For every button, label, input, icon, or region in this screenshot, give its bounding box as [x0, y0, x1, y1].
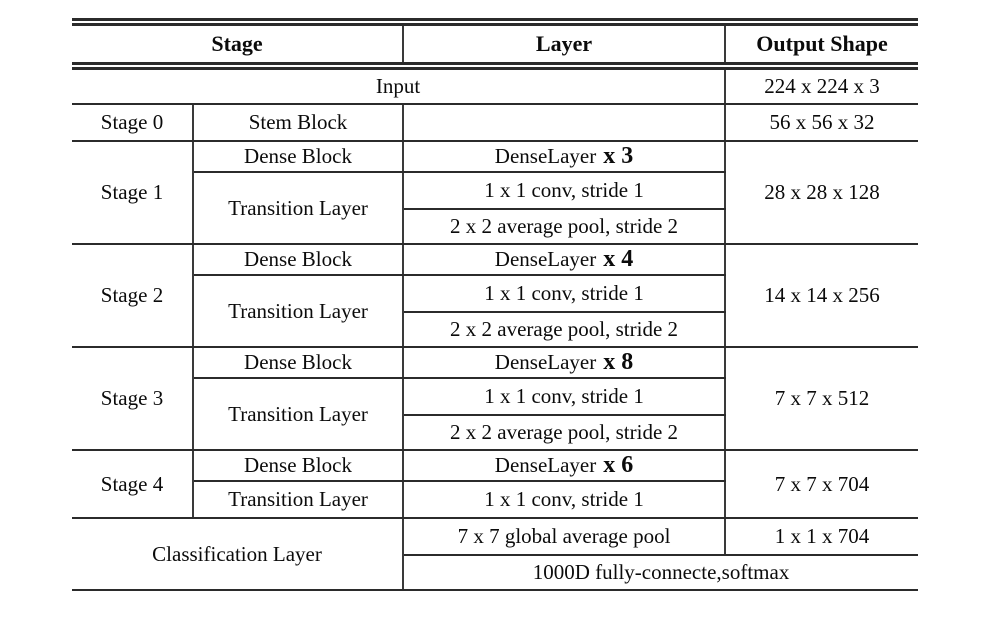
- dense-layer-label: DenseLayer: [494, 349, 597, 374]
- cell-stage0-output: 56 x 56 x 32: [725, 104, 919, 142]
- cell-stage1-dense-block: Dense Block: [193, 141, 405, 173]
- cell-stage2-conv: 1 x 1 conv, stride 1: [403, 275, 727, 313]
- dense-layer-label: DenseLayer: [494, 452, 597, 477]
- cell-stage2-pool: 2 x 2 average pool, stride 2: [403, 312, 727, 348]
- stage3-pool-row: 2 x 2 average pool, stride 2: [72, 415, 918, 451]
- cell-stage0-layer-empty: [403, 104, 727, 142]
- cell-stage1-name: Stage 1: [72, 141, 194, 245]
- cell-stage4-name: Stage 4: [72, 450, 194, 519]
- header-row: Stage Layer Output Shape: [72, 18, 919, 70]
- cell-classification-label: Classification Layer: [72, 518, 405, 591]
- dense-layer-multiplier: x 3: [603, 142, 634, 169]
- cell-stage4-dense-block: Dense Block: [193, 450, 405, 482]
- stage1-pool-row: 2 x 2 average pool, stride 2: [72, 209, 918, 245]
- cell-stage2-transition: Transition Layer: [193, 275, 405, 348]
- cell-classification-gap-output: 1 x 1 x 704: [725, 518, 919, 556]
- header-layer: Layer: [403, 18, 727, 70]
- cell-stage2-dense-block: Dense Block: [193, 244, 405, 276]
- cell-classification-gap: 7 x 7 global average pool: [403, 518, 727, 556]
- stage4-conv-row: Transition Layer 1 x 1 conv, stride 1: [72, 481, 918, 519]
- cell-stage3-output: 7 x 7 x 512: [725, 347, 919, 451]
- cell-stage3-conv: 1 x 1 conv, stride 1: [403, 378, 727, 416]
- cell-classification-fc: 1000D fully-connecte,softmax: [403, 555, 919, 591]
- stage2-pool-row: 2 x 2 average pool, stride 2: [72, 312, 918, 348]
- cell-stage1-transition: Transition Layer: [193, 172, 405, 245]
- cell-input-label: Input: [72, 66, 727, 105]
- dense-layer-label: DenseLayer: [494, 143, 597, 168]
- classification-gap-row: Classification Layer 7 x 7 global averag…: [72, 518, 919, 591]
- dense-layer-multiplier: x 4: [603, 245, 634, 272]
- cell-stage3-transition: Transition Layer: [193, 378, 405, 451]
- stage3-conv-row: Transition Layer 1 x 1 conv, stride 1: [72, 378, 918, 451]
- cell-stage3-pool: 2 x 2 average pool, stride 2: [403, 415, 727, 451]
- input-row: Input 224 x 224 x 3: [72, 66, 919, 105]
- cell-stage1-pool: 2 x 2 average pool, stride 2: [403, 209, 727, 245]
- cell-stage4-output: 7 x 7 x 704: [725, 450, 919, 519]
- cell-stage2-name: Stage 2: [72, 244, 194, 348]
- header-stage: Stage: [72, 18, 405, 70]
- dense-layer-multiplier: x 6: [603, 451, 634, 478]
- cell-stage2-output: 14 x 14 x 256: [725, 244, 919, 348]
- architecture-table: Stage Layer Output Shape Input 224 x 224…: [72, 18, 919, 591]
- cell-stage1-output: 28 x 28 x 128: [725, 141, 919, 245]
- cell-input-output: 224 x 224 x 3: [725, 66, 919, 105]
- cell-stage1-conv: 1 x 1 conv, stride 1: [403, 172, 727, 210]
- stage2-conv-row: Transition Layer 1 x 1 conv, stride 1: [72, 275, 918, 348]
- cell-stage3-name: Stage 3: [72, 347, 194, 451]
- classification-fc-row: 1000D fully-connecte,softmax: [72, 555, 919, 591]
- cell-stage4-transition: Transition Layer: [193, 481, 405, 519]
- page: Stage Layer Output Shape Input 224 x 224…: [72, 18, 919, 591]
- header-output-shape: Output Shape: [725, 18, 919, 70]
- stage1-conv-row: Transition Layer 1 x 1 conv, stride 1: [72, 172, 918, 245]
- stage0-row: Stage 0 Stem Block 56 x 56 x 32: [72, 104, 919, 142]
- cell-stage0-name: Stage 0: [72, 104, 194, 142]
- cell-stage4-conv: 1 x 1 conv, stride 1: [403, 481, 727, 519]
- dense-layer-label: DenseLayer: [494, 246, 597, 271]
- cell-stage0-block: Stem Block: [193, 104, 405, 142]
- cell-stage3-dense-block: Dense Block: [193, 347, 405, 379]
- dense-layer-multiplier: x 8: [603, 348, 634, 375]
